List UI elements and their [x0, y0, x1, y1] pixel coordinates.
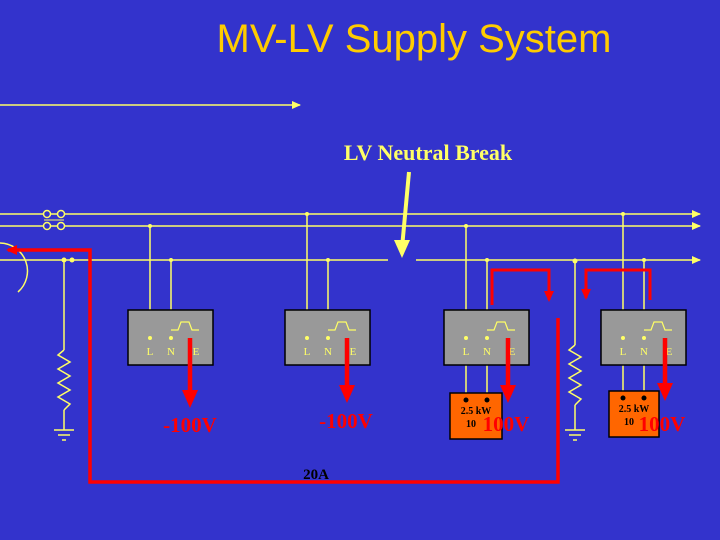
appliance-rating: 2.5 kW	[619, 404, 650, 415]
terminal-n: N	[483, 346, 491, 358]
appliance-sub: 10	[624, 417, 634, 428]
touch-voltage-label: -100V	[319, 409, 373, 433]
fault-current-path	[6, 245, 560, 484]
terminal-e: E	[193, 346, 200, 358]
appliance-box	[449, 392, 503, 440]
page-title: MV-LV Supply System	[217, 17, 612, 61]
terminal-e: E	[666, 346, 673, 358]
terminal-l: L	[304, 346, 311, 358]
terminal-n: N	[324, 346, 332, 358]
neutral-current-path	[581, 268, 652, 300]
neutral-break-pointer	[400, 171, 411, 249]
neutral-break-label: LV Neutral Break	[344, 140, 513, 165]
terminal-n: N	[640, 346, 648, 358]
touch-voltage-arrow-icon	[182, 390, 198, 408]
appliance-box	[608, 390, 660, 438]
consumer-load-1: L N E -100V	[127, 224, 217, 437]
consumer-load-3: L N E 2.5 kW 10 100V	[443, 224, 554, 440]
transformer-winding-icon	[0, 242, 29, 293]
terminal-l: L	[463, 346, 470, 358]
neutral-break-arrow-icon	[394, 240, 410, 258]
terminal-n: N	[167, 346, 175, 358]
terminal-l: L	[147, 346, 154, 358]
earth-electrode-right	[565, 261, 585, 441]
fault-current-label: 20A	[303, 467, 329, 483]
neutral-current-path	[490, 268, 554, 305]
appliance-rating: 2.5 kW	[461, 406, 492, 417]
appliance-sub: 10	[466, 419, 476, 430]
consumer-load-4: L N E 2.5 kW 10 100V	[581, 212, 687, 438]
touch-voltage-arrow-icon	[339, 385, 355, 403]
touch-voltage-label: 100V	[483, 412, 530, 436]
touch-voltage-label: 100V	[639, 412, 686, 436]
earth-electrode-left	[54, 260, 74, 441]
touch-voltage-label: -100V	[163, 413, 217, 437]
touch-voltage-arrow-icon	[500, 385, 516, 403]
terminal-e: E	[350, 346, 357, 358]
terminal-e: E	[509, 346, 516, 358]
terminal-l: L	[620, 346, 627, 358]
touch-voltage-arrow-icon	[657, 383, 673, 401]
consumer-load-2: L N E -100V	[284, 212, 373, 433]
phase-switch	[42, 209, 66, 231]
